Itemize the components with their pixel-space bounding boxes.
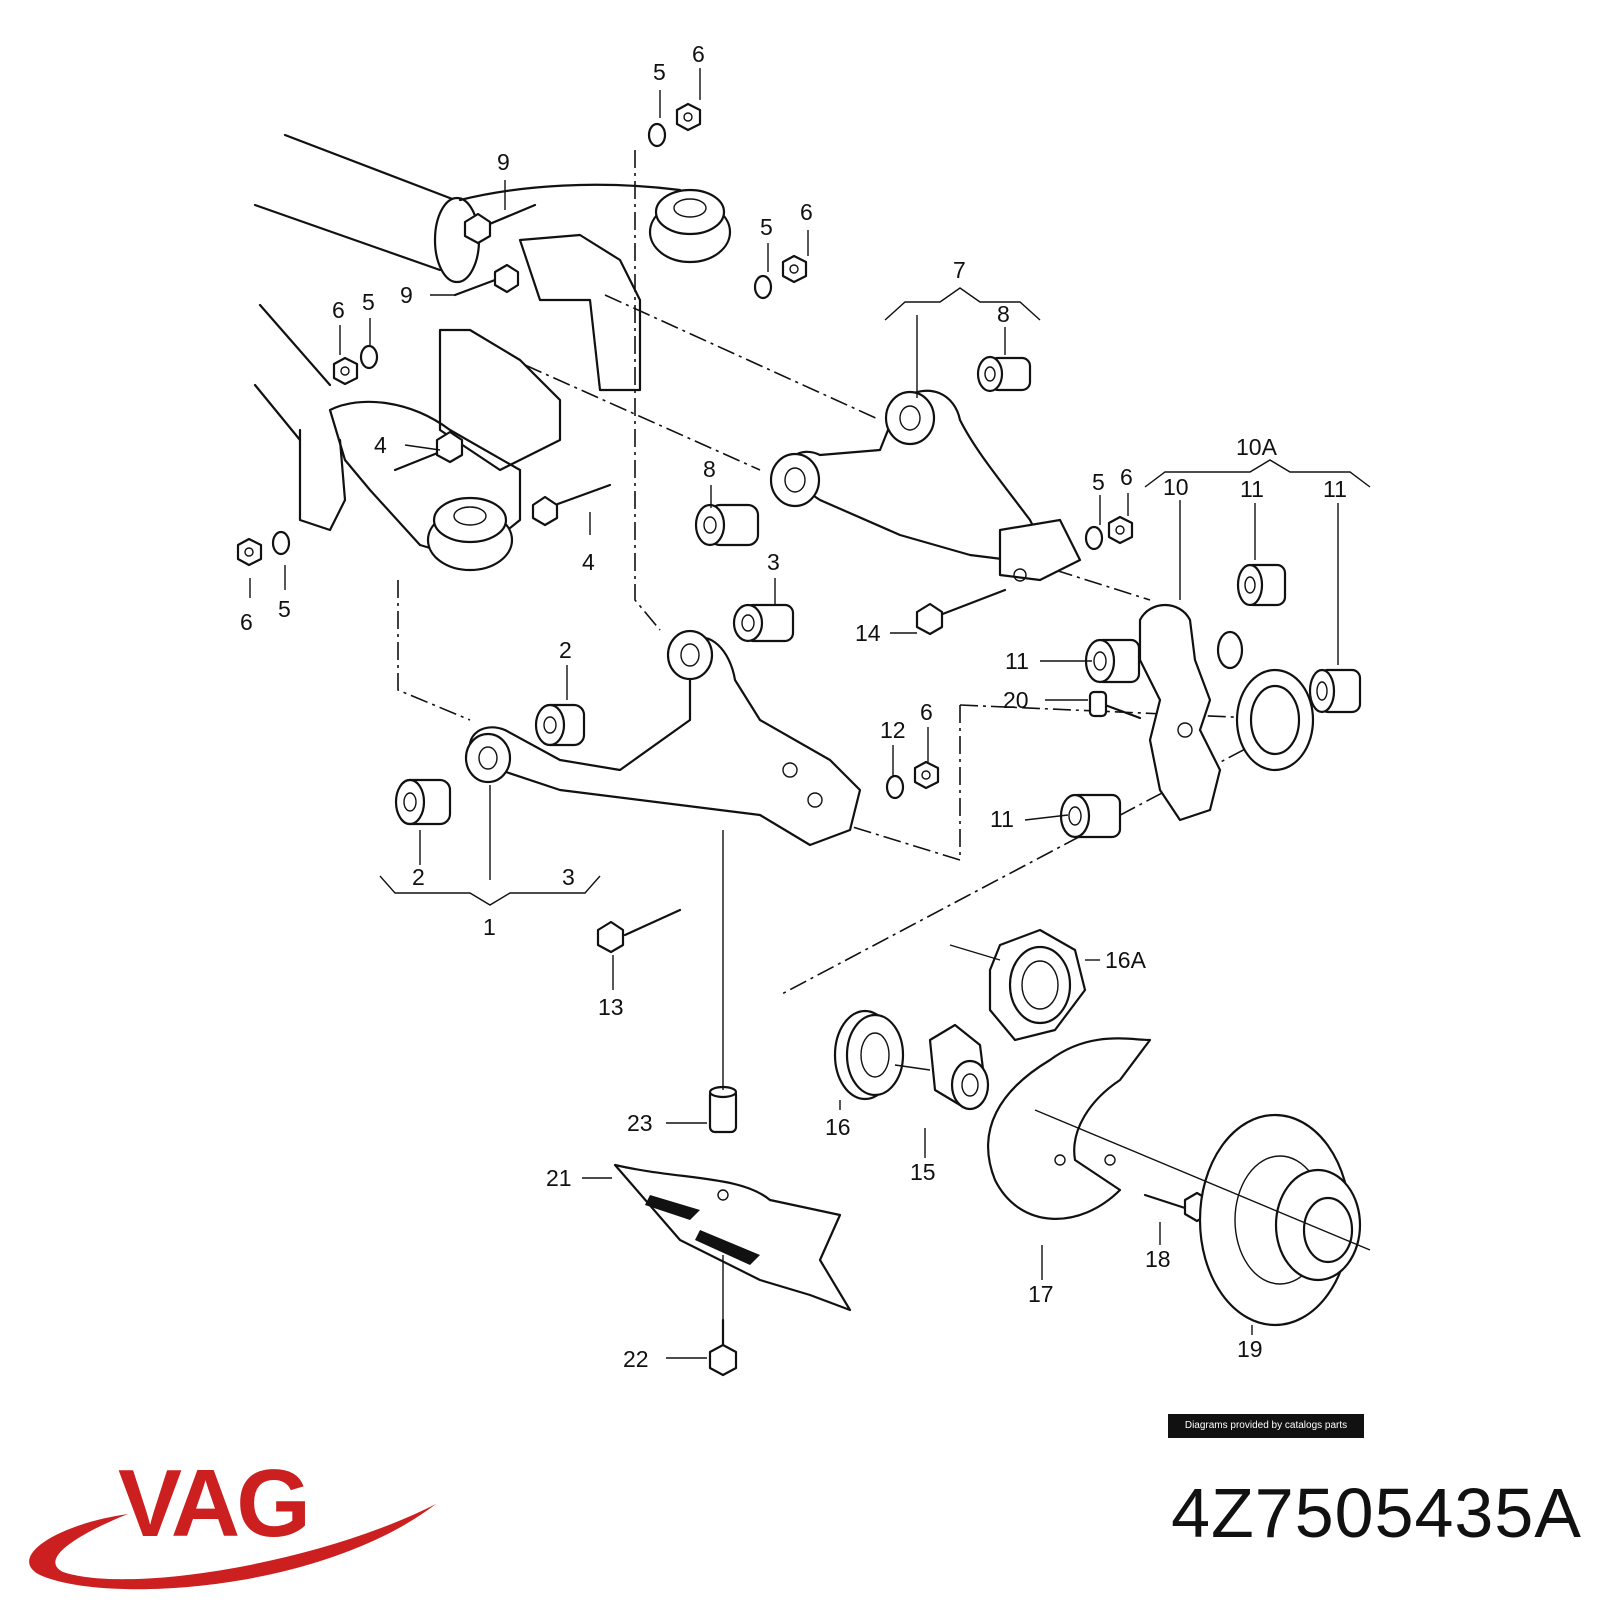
part-number: 4Z7505435A [1171,1474,1582,1552]
callout-4: 4 [582,549,595,575]
callout-11: 11 [990,806,1014,832]
leader-lines [249,68,1371,1359]
callout-6: 6 [920,699,933,725]
washer-5-right [753,274,773,300]
callout-8: 8 [703,456,716,482]
callout-6: 6 [692,41,705,67]
bushing-8-right [976,355,1032,393]
bolt-9-lower [453,263,520,297]
logo-wordmark: VAG [118,1450,307,1557]
callout-21: 21 [546,1165,572,1191]
callout-10: 10 [1163,474,1189,500]
callout-13: 13 [598,994,624,1020]
wheel-hub [894,1023,990,1111]
callout-2: 2 [412,864,425,890]
callout-14: 14 [855,620,881,646]
nut-6-top [675,102,702,132]
bolt-22 [708,1318,738,1377]
washer-5-left [359,344,379,370]
nut-6-lower [913,760,940,790]
bushing-2-upper [534,703,586,747]
callout-18: 18 [1145,1246,1171,1272]
callout-15: 15 [910,1159,936,1185]
callout-20: 20 [1003,687,1029,713]
washer-12 [885,774,905,800]
callout-5: 5 [653,59,666,85]
bushing-11-lower [1059,793,1122,839]
callout-5: 5 [1092,469,1105,495]
bushing-2-lower [394,778,452,826]
callout-6: 6 [800,199,813,225]
callout-6: 6 [240,609,253,635]
bolt-13 [596,908,682,954]
washer-5-arm [1084,525,1104,551]
callout-12: 12 [880,717,906,743]
callout-5: 5 [362,289,375,315]
wheel-carrier [1138,604,1315,822]
callout-9: 9 [497,149,510,175]
callout-10a: 10A [1236,434,1278,460]
callout-16a: 16A [1105,947,1147,973]
callout-16: 16 [825,1114,851,1140]
brake-disc [1034,1109,1371,1327]
callout-17: 17 [1028,1281,1054,1307]
wheel-bearing [833,1009,905,1101]
bolt-9-upper [463,203,537,245]
callout-23: 23 [627,1110,653,1136]
upper-control-arm [769,389,1082,582]
callout-22: 22 [623,1346,649,1372]
callout-9: 9 [400,282,413,308]
nut-6-right [781,254,808,284]
brake-splash-shield [986,1037,1152,1220]
bushing-11-right [1308,668,1362,714]
callout-1: 1 [483,914,496,940]
callout-11: 11 [1005,648,1029,674]
callout-11: 11 [1323,476,1347,502]
subframe [253,133,682,562]
callout-11: 11 [1240,476,1264,502]
callout-8: 8 [997,301,1010,327]
logo-swoosh [29,1504,437,1590]
subframe-bushing-lower [426,496,514,572]
callout-7: 7 [953,257,966,283]
callout-2: 2 [559,637,572,663]
callout-3: 3 [562,864,575,890]
nut-6-left [332,356,359,386]
bolt-4-right [531,483,612,527]
vag-logo: VAG [29,1450,437,1590]
callout-19: 19 [1237,1336,1263,1362]
nut-6-lowleft [236,537,263,567]
bushing-11-top [1236,563,1287,607]
callout-5: 5 [760,214,773,240]
bushing-11-left [1084,638,1141,684]
callout-5: 5 [278,596,291,622]
underbody-cover [613,1163,852,1312]
callout-6: 6 [1120,464,1133,490]
subframe-bushing-upper [648,188,732,264]
bolt-20 [1088,690,1142,720]
callout-6: 6 [332,297,345,323]
diagram-credit: Diagrams provided by catalogs parts [1168,1414,1364,1438]
bolt-14 [915,588,1007,636]
assembly-axes [397,150,1303,996]
callout-3: 3 [767,549,780,575]
bearing-housing [949,928,1087,1042]
nut-6-arm [1107,515,1134,545]
washer-5-lowleft [271,530,291,556]
bolt-4-left [393,430,464,472]
lower-control-arm [464,629,862,847]
callout-labels: 5 6 9 5 6 9 6 5 7 8 4 10A 8 5 6 10 11 11… [240,41,1347,1372]
callout-4: 4 [374,432,387,458]
washer-5-top [647,122,667,148]
nut-23 [708,1085,738,1134]
bushing-3 [732,603,795,643]
bushing-8-left [694,503,760,547]
